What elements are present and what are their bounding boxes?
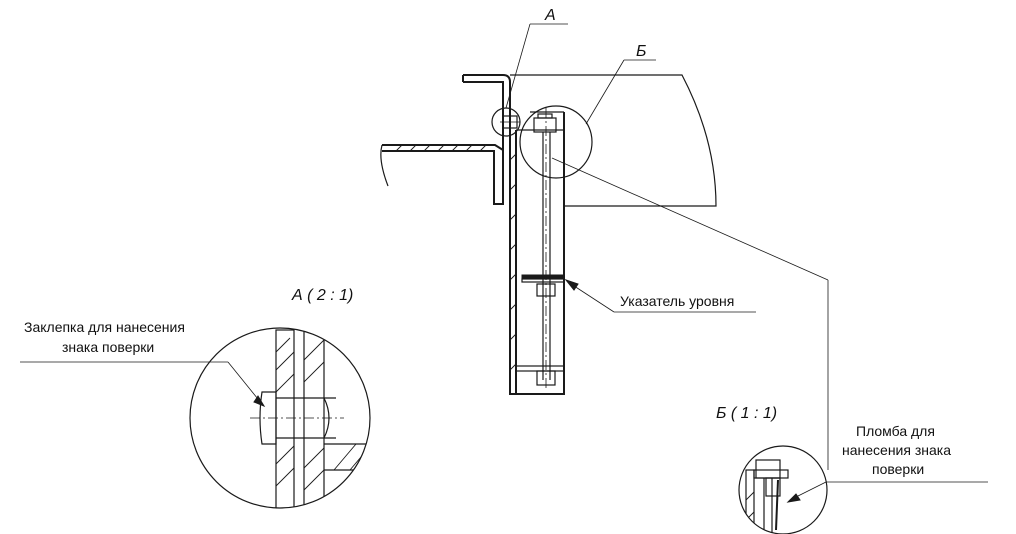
- indicator-rod: [542, 132, 551, 380]
- indicator-plate: [521, 274, 565, 280]
- detail-b-circle: [738, 445, 828, 534]
- level-indicator-leader: Указатель уровня: [564, 278, 756, 313]
- detail-a-title: А ( 2 : 1): [291, 287, 353, 304]
- detail-b-title: Б ( 1 : 1): [716, 405, 777, 422]
- seal-label-line1: Пломба для: [856, 423, 935, 439]
- indicator-nut: [536, 283, 556, 297]
- vertical-wall: [493, 128, 504, 205]
- detail-a: А ( 2 : 1): [20, 287, 371, 509]
- shelf-hatch: [395, 144, 487, 152]
- bottom-bracket: [515, 365, 565, 372]
- rivet-label-line1: Заклепка для нанесения: [24, 319, 185, 335]
- rivet-detail: [259, 391, 277, 445]
- level-indicator-label: Указатель уровня: [620, 293, 734, 309]
- seal-label-line3: поверки: [872, 461, 924, 477]
- rivet-label-line2: знака поверки: [62, 339, 154, 355]
- main-view: [380, 74, 717, 395]
- seal-label-line2: нанесения знака: [842, 442, 951, 458]
- housing-plate: [509, 112, 565, 395]
- detail-b: Б ( 1 : 1) Пломба для нанесения знака по…: [716, 405, 988, 534]
- seal-connector-line: [551, 157, 829, 281]
- callout-b-label: Б: [636, 43, 646, 60]
- leader-b: Б: [585, 43, 656, 125]
- callout-a-label: А: [544, 7, 556, 24]
- tank-top-flange: [462, 74, 511, 128]
- shelf-break: [380, 144, 389, 187]
- leader-a: А: [505, 7, 568, 109]
- tank-outline: [510, 74, 717, 207]
- callout-circle-b: [519, 105, 593, 179]
- housing-hatch: [509, 153, 517, 371]
- bottom-nut: [536, 370, 556, 386]
- detail-a-circle: [189, 327, 371, 509]
